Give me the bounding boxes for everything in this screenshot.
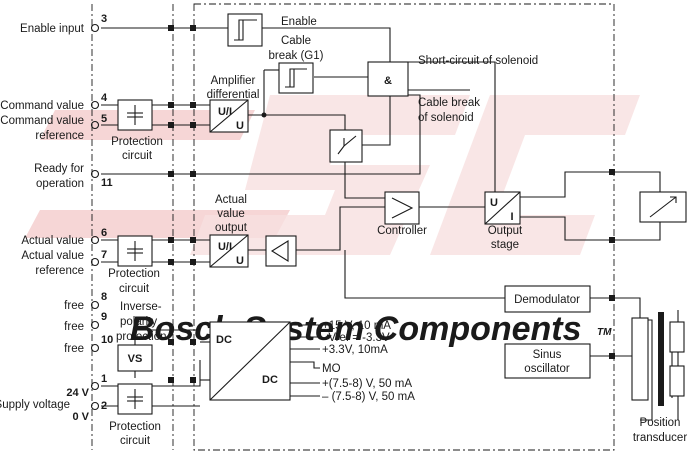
differential-amplifier: Amplifier differential U/I U <box>207 75 260 133</box>
svg-text:U: U <box>236 120 244 132</box>
svg-text:Demodulator: Demodulator <box>514 294 580 306</box>
label-command-value: Command value <box>0 100 84 112</box>
label-free-10: free <box>64 343 84 355</box>
svg-text:U/I: U/I <box>218 106 232 118</box>
inverse-polarity-protection: Inverse- polarity protection VS <box>116 301 167 372</box>
svg-text:DC: DC <box>262 374 278 386</box>
svg-text:Position: Position <box>640 417 681 429</box>
label-supply-voltage: Supply voltage <box>0 399 70 411</box>
svg-text:protection: protection <box>116 331 167 343</box>
enable-schmitt-trigger: Enable <box>227 13 317 47</box>
junctions <box>168 25 615 383</box>
rail-vref: –Vref = -3.3V <box>322 332 390 344</box>
and-gate: & <box>367 61 409 97</box>
controller: Controller <box>377 191 427 237</box>
label-actual-value: Actual value <box>21 235 84 247</box>
dc-dc-converter: DC DC <box>209 321 291 401</box>
protection-circuit-actual: Protection circuit <box>108 235 160 295</box>
svg-text:U/I: U/I <box>218 241 232 253</box>
rail-7v5-positive: +(7.5-8) V, 50 mA <box>322 378 412 390</box>
svg-text:circuit: circuit <box>122 150 153 162</box>
svg-text:circuit: circuit <box>119 283 150 295</box>
svg-text:polarity: polarity <box>120 316 157 328</box>
rail-15v: +15 V, 10 mA <box>322 320 391 332</box>
svg-text:U: U <box>490 197 498 209</box>
svg-text:Enable: Enable <box>281 16 317 28</box>
pin-7: 7 <box>101 249 107 261</box>
boundary-electronics <box>193 3 615 451</box>
svg-text:output: output <box>215 222 248 234</box>
rail-7v5-negative: – (7.5-8) V, 50 mA <box>322 391 415 403</box>
svg-text:Sinus: Sinus <box>533 349 562 361</box>
svg-text:&: & <box>384 75 392 87</box>
actual-value-output-converter: Actual value output U/I U <box>209 194 249 268</box>
demodulator: Demodulator <box>504 285 591 313</box>
actual-value-buffer <box>265 235 297 267</box>
label-reference-1: reference <box>35 130 84 142</box>
label-operation: operation <box>36 178 84 190</box>
rail-mo: MO <box>322 363 341 375</box>
pin-4: 4 <box>101 92 108 104</box>
label-free-8: free <box>64 300 84 312</box>
pin-5: 5 <box>101 113 107 125</box>
pin-3: 3 <box>101 13 107 25</box>
pin-0v-label: 0 V <box>72 411 89 423</box>
label-short-circuit: Short-circuit of solenoid <box>418 55 538 67</box>
svg-text:stage: stage <box>491 239 519 251</box>
svg-text:break (G1): break (G1) <box>269 50 324 62</box>
label-reference-2: reference <box>35 265 84 277</box>
label-free-9: free <box>64 321 84 333</box>
pin-24v-label: 24 V <box>66 387 89 399</box>
svg-text:Actual: Actual <box>215 194 247 206</box>
protection-circuit-command: Protection circuit <box>111 99 163 162</box>
svg-text:VS: VS <box>128 353 143 365</box>
svg-text:Cable: Cable <box>281 35 311 47</box>
svg-text:differential: differential <box>207 89 260 101</box>
svg-text:Output: Output <box>488 225 523 237</box>
enable-switch <box>329 129 363 163</box>
label-of-solenoid: of solenoid <box>418 112 474 124</box>
pin-terminals <box>90 23 100 411</box>
protection-circuit-supply: Protection circuit <box>109 383 161 447</box>
sinus-oscillator: Sinus oscillator <box>504 343 591 379</box>
label-actual-value-ref: Actual value <box>21 250 84 262</box>
svg-text:I: I <box>510 211 513 223</box>
svg-text:Inverse-: Inverse- <box>120 301 162 313</box>
label-ready-for: Ready for <box>34 163 84 175</box>
svg-text:Amplifier: Amplifier <box>211 75 256 87</box>
label-command-value-ref: Command value <box>0 115 84 127</box>
svg-text:Controller: Controller <box>377 225 427 237</box>
position-transducer: Position transducer <box>631 312 688 444</box>
rail-3v3: +3.3V, 10mA <box>322 344 388 356</box>
svg-text:transducer: transducer <box>633 432 688 444</box>
svg-text:circuit: circuit <box>120 435 151 447</box>
svg-text:Protection: Protection <box>108 268 160 280</box>
svg-text:Protection: Protection <box>111 136 163 148</box>
pin-9: 9 <box>101 311 107 323</box>
svg-text:U: U <box>236 255 244 267</box>
svg-text:value: value <box>217 208 245 220</box>
pin-1: 1 <box>101 373 107 385</box>
pin-10: 10 <box>101 334 113 346</box>
svg-text:oscillator: oscillator <box>524 363 570 375</box>
svg-text:DC: DC <box>216 334 232 346</box>
watermark-tm: TM <box>597 327 612 338</box>
solenoid <box>639 191 687 223</box>
pin-8: 8 <box>101 291 107 303</box>
pin-6: 6 <box>101 227 107 239</box>
pin-11: 11 <box>101 177 113 189</box>
label-cable-break: Cable break <box>418 97 480 109</box>
cable-break-detector: Cable break (G1) <box>269 35 324 94</box>
label-enable-input: Enable input <box>20 23 85 35</box>
output-stage: U I Output stage <box>484 191 523 251</box>
pin-2: 2 <box>101 400 107 412</box>
watermark-shape-c <box>430 95 640 255</box>
svg-text:Protection: Protection <box>109 421 161 433</box>
